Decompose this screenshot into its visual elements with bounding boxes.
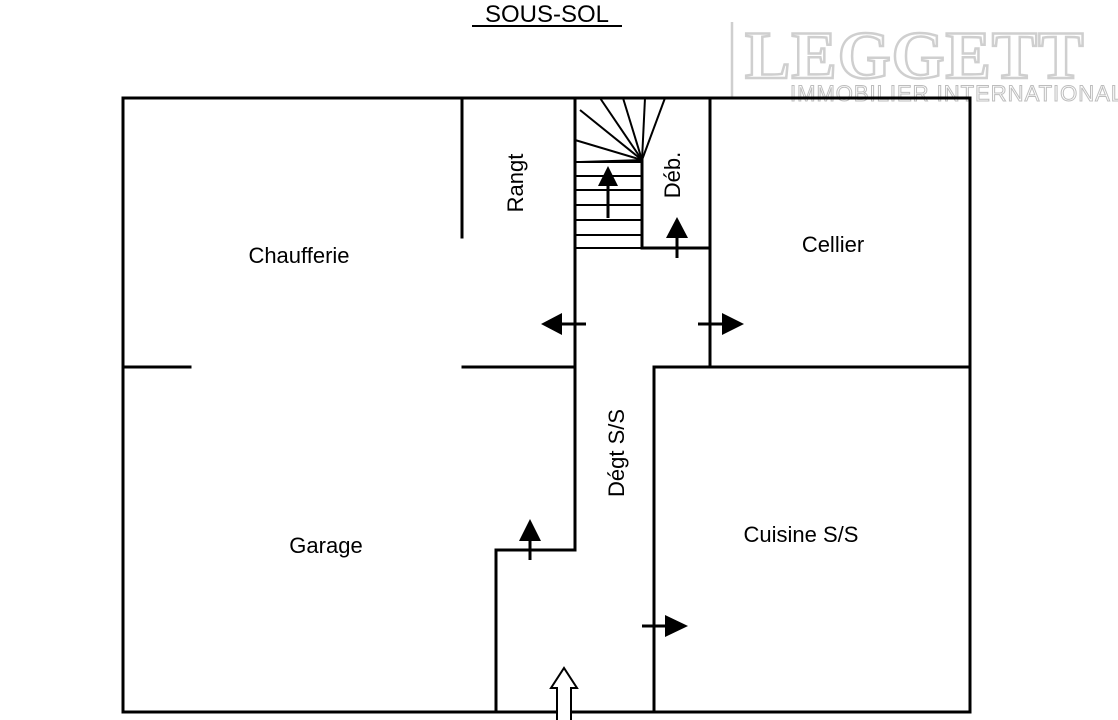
watermark-tagline: IMMOBILIER INTERNATIONAL [790, 81, 1118, 106]
leggett-watermark: LEGGETT IMMOBILIER INTERNATIONAL [730, 16, 1118, 107]
door-arrow-right-icon [722, 313, 744, 335]
room-label-deb: Déb. [660, 152, 685, 198]
staircase [574, 97, 666, 249]
room-label-cuisine: Cuisine S/S [744, 522, 859, 547]
walls [121, 96, 972, 714]
room-label-cellier: Cellier [802, 232, 864, 257]
door-arrows [519, 217, 744, 720]
door-arrow-up-deb-icon [666, 217, 688, 238]
watermark-brand: LEGGETT [745, 17, 1085, 93]
door-arrow-right-cuisine-icon [665, 615, 688, 637]
room-label-degt: Dégt S/S [604, 409, 629, 497]
stair-up-arrow-icon [598, 166, 618, 186]
entrance-arrow-icon [549, 666, 579, 720]
floor-title: SOUS-SOL [485, 1, 609, 28]
room-label-garage: Garage [289, 533, 362, 558]
door-arrow-up-garage-icon [519, 519, 541, 541]
door-arrow-left-icon [541, 313, 562, 335]
room-label-rangt: Rangt [503, 154, 528, 213]
room-label-chaufferie: Chaufferie [248, 243, 349, 268]
